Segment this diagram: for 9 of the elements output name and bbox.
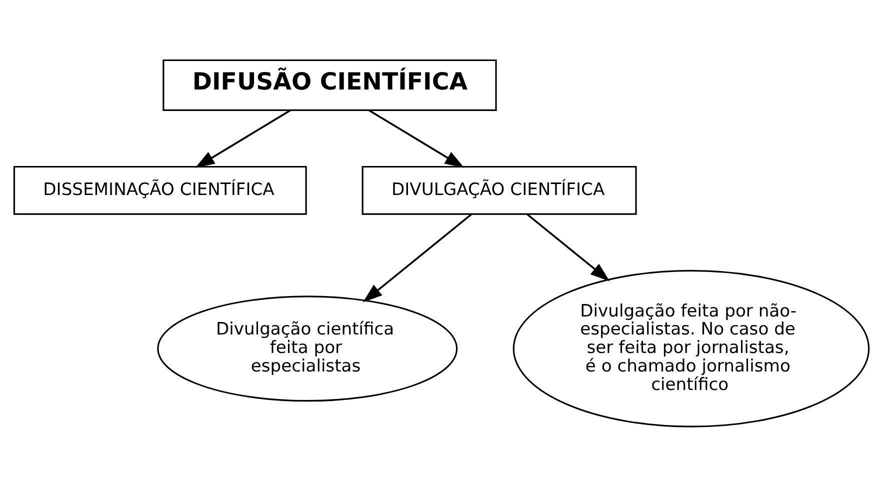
node-box: DIFUSÃO CIENTÍFICA: [162, 59, 497, 111]
node-box: DIVULGAÇÃO CIENTÍFICA: [362, 166, 637, 215]
arrow: [362, 214, 472, 302]
arrow: [526, 214, 610, 282]
arrow: [195, 110, 291, 168]
arrow: [368, 110, 464, 168]
node-ellipse: Divulgação científica feita por especialistas: [157, 296, 458, 402]
node-box: DISSEMINAÇÃO CIENTÍFICA: [13, 166, 307, 215]
node-ellipse: Divulgação feita por não-especialistas. No caso de ser feita por jornalistas, é o chamado jornalismo científico: [512, 270, 870, 428]
